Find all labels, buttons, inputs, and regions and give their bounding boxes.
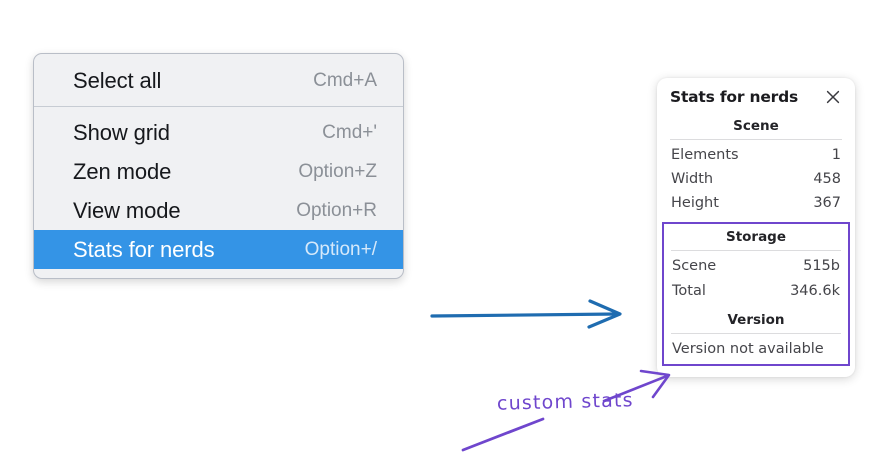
stat-key: Height <box>671 195 719 212</box>
menu-item-label: Select all <box>73 67 162 93</box>
version-note: Version not available <box>672 340 824 357</box>
scene-heading: Scene <box>733 118 779 134</box>
stat-value: 458 <box>813 171 841 188</box>
storage-section: Storage Scene 515b Total 346.6k <box>671 227 841 302</box>
menu-group-2: Show grid Cmd+' Zen mode Option+Z View m… <box>34 106 403 269</box>
blue-arrow-annotation <box>430 299 622 329</box>
storage-heading: Storage <box>725 229 787 246</box>
menu-item-shortcut: Option+R <box>296 199 377 221</box>
panel-header: Stats for nerds <box>670 88 842 106</box>
menu-item-shortcut: Option+Z <box>298 160 377 182</box>
menu-item-label: Show grid <box>73 119 170 145</box>
context-menu: Select all Cmd+A Show grid Cmd+' Zen mod… <box>33 53 404 279</box>
menu-item-label: Zen mode <box>73 158 172 184</box>
close-icon[interactable] <box>824 88 842 106</box>
stat-row: Elements 1 <box>670 143 842 167</box>
stat-value: 1 <box>831 147 841 163</box>
stats-for-nerds-panel: Stats for nerds Scene Elements 1 Width 4… <box>657 78 855 377</box>
menu-group-1: Select all Cmd+A <box>34 61 403 106</box>
custom-stats-highlight-box: Storage Scene 515b Total 346.6k Version … <box>662 222 850 366</box>
menu-item-shortcut: Cmd+A <box>313 69 377 91</box>
stat-row: Width 458 <box>670 167 842 191</box>
stat-value: 367 <box>813 195 841 212</box>
scene-divider <box>670 139 842 140</box>
menu-item-stats-for-nerds[interactable]: Stats for nerds Option+/ <box>34 230 403 269</box>
menu-item-shortcut: Cmd+' <box>322 121 377 143</box>
menu-item-show-grid[interactable]: Show grid Cmd+' <box>34 113 403 152</box>
custom-stats-handwritten-label: custom stats <box>496 389 635 415</box>
menu-item-label: View mode <box>73 197 181 223</box>
version-heading: Version <box>727 311 785 328</box>
menu-item-shortcut: Option+/ <box>304 238 377 260</box>
menu-item-zen-mode[interactable]: Zen mode Option+Z <box>34 152 403 191</box>
version-divider <box>671 332 841 334</box>
stat-key: Total <box>672 282 706 299</box>
stat-key: Width <box>671 171 714 188</box>
version-section: Version Version not available <box>671 303 841 359</box>
menu-item-select-all[interactable]: Select all Cmd+A <box>34 61 403 100</box>
purple-underline-annotation <box>461 417 545 452</box>
stat-row: Height 367 <box>670 191 842 215</box>
panel-title: Stats for nerds <box>670 88 799 106</box>
menu-item-view-mode[interactable]: View mode Option+R <box>34 191 403 230</box>
scene-section: Scene Elements 1 Width 458 Height 367 <box>670 117 842 215</box>
menu-item-label: Stats for nerds <box>73 236 215 262</box>
stat-key: Scene <box>672 258 717 275</box>
stat-row: Scene 515b <box>671 254 841 278</box>
storage-divider <box>671 250 841 252</box>
stat-row: Total 346.6k <box>671 279 841 303</box>
stat-value: 346.6k <box>790 282 840 299</box>
stat-value: 515b <box>803 258 840 275</box>
stat-key: Elements <box>671 147 739 163</box>
